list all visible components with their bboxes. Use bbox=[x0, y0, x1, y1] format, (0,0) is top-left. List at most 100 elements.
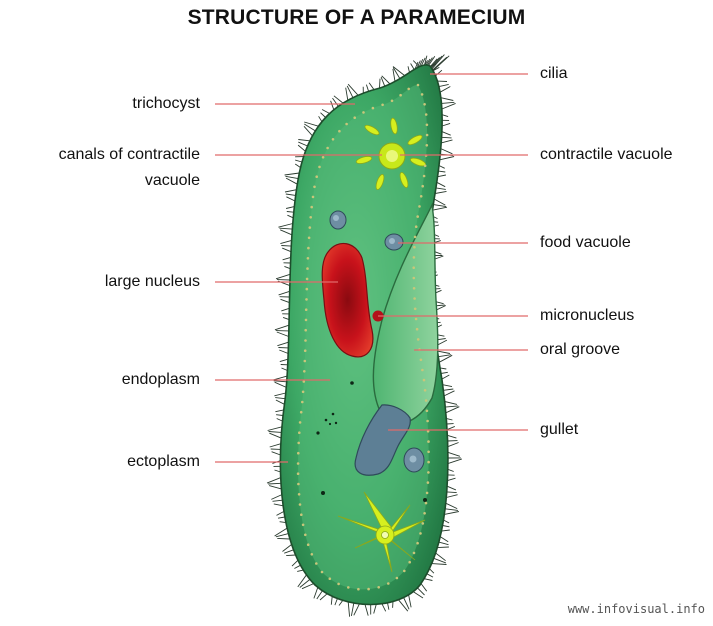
trichocyst-dot bbox=[347, 586, 350, 589]
cilium bbox=[411, 64, 415, 70]
trichocyst-dot bbox=[413, 277, 416, 280]
cilium bbox=[286, 207, 294, 209]
cilium bbox=[285, 173, 300, 175]
trichocyst-dot bbox=[426, 420, 429, 423]
cilium bbox=[448, 452, 460, 456]
trichocyst-dot bbox=[399, 94, 402, 97]
cilium bbox=[446, 495, 457, 498]
cilium bbox=[319, 116, 322, 121]
cilium bbox=[339, 600, 343, 605]
cilium bbox=[286, 555, 296, 556]
cilium bbox=[286, 178, 297, 184]
trichocyst-dot bbox=[414, 308, 417, 311]
trichocyst-dot bbox=[362, 111, 365, 114]
cilium bbox=[275, 382, 287, 387]
trichocyst-dot bbox=[413, 256, 416, 259]
cilium bbox=[298, 142, 307, 146]
cilium bbox=[277, 419, 283, 422]
trichocyst-dot bbox=[416, 542, 419, 545]
cilium bbox=[292, 560, 298, 566]
trichocyst-dot bbox=[413, 246, 416, 249]
trichocyst-dot bbox=[425, 399, 428, 402]
cilium bbox=[271, 495, 282, 500]
cilium bbox=[365, 604, 368, 615]
trichocyst-dot bbox=[427, 481, 430, 484]
trichocyst-dot bbox=[353, 116, 356, 119]
cilium bbox=[442, 115, 448, 117]
trichocyst-dot bbox=[426, 144, 429, 147]
cilium bbox=[369, 83, 374, 90]
cilium bbox=[267, 478, 281, 484]
cilium bbox=[443, 385, 452, 387]
trichocyst-dot bbox=[306, 267, 309, 270]
trichocyst-dot bbox=[297, 462, 300, 465]
cilium bbox=[294, 565, 300, 568]
cilium bbox=[398, 600, 407, 612]
cilium bbox=[286, 197, 295, 201]
trichocyst-dot bbox=[422, 522, 425, 525]
cilium bbox=[276, 400, 285, 404]
cilium bbox=[317, 591, 323, 599]
trichocyst-dot bbox=[300, 411, 303, 414]
cilium bbox=[280, 240, 291, 243]
trichocyst-dot bbox=[427, 440, 430, 443]
cilium bbox=[434, 199, 445, 205]
trichocyst-dot bbox=[297, 472, 300, 475]
trichocyst-dot bbox=[413, 297, 416, 300]
trichocyst-dot bbox=[414, 236, 417, 239]
cilium bbox=[366, 85, 368, 92]
cilium bbox=[286, 194, 296, 195]
label-contractile-vacuole: contractile vacuole bbox=[540, 144, 673, 166]
trichocyst-dot bbox=[311, 553, 314, 556]
trichocyst-dot bbox=[297, 442, 300, 445]
cilium bbox=[441, 98, 453, 101]
cilium bbox=[442, 103, 456, 109]
cilium bbox=[418, 588, 425, 595]
cilium bbox=[283, 317, 289, 319]
trichocyst-dot bbox=[321, 571, 324, 574]
cilium bbox=[442, 123, 450, 126]
cilium bbox=[427, 574, 433, 577]
trichocyst-dot bbox=[412, 266, 415, 269]
trichocyst-dot bbox=[326, 147, 329, 150]
cilium bbox=[276, 415, 283, 416]
trichocyst-dot bbox=[315, 175, 318, 178]
trichocyst-dot bbox=[425, 113, 428, 116]
cilium bbox=[441, 140, 452, 143]
cilium bbox=[442, 375, 450, 379]
trichocyst-dot bbox=[417, 84, 420, 87]
trichocyst-dot bbox=[418, 205, 421, 208]
cilium bbox=[295, 160, 302, 162]
trichocyst-dot bbox=[298, 493, 301, 496]
cilium bbox=[446, 503, 458, 508]
cilium bbox=[444, 520, 450, 523]
cilium bbox=[287, 215, 293, 218]
cilium bbox=[351, 603, 353, 616]
cilium bbox=[374, 604, 377, 613]
trichocyst-dot bbox=[312, 196, 315, 199]
trichocyst-dot bbox=[387, 582, 390, 585]
trichocyst-dot bbox=[302, 524, 305, 527]
cilium bbox=[436, 188, 446, 190]
cilium bbox=[424, 579, 432, 581]
cilium bbox=[409, 595, 412, 608]
trichocyst-dot bbox=[416, 215, 419, 218]
trichocyst-dot bbox=[329, 577, 332, 580]
trichocyst-dot bbox=[338, 130, 341, 133]
cilium bbox=[429, 569, 434, 574]
trichocyst-dot bbox=[305, 298, 308, 301]
label-endoplasm: endoplasm bbox=[40, 369, 200, 391]
cilium bbox=[441, 530, 449, 531]
trichocyst-dot bbox=[306, 288, 309, 291]
trichocyst-dot bbox=[299, 503, 302, 506]
cilium bbox=[331, 101, 334, 110]
trichocyst-dot bbox=[396, 577, 399, 580]
trichocyst-dot bbox=[381, 104, 384, 107]
cilium bbox=[442, 132, 451, 136]
trichocyst-dot bbox=[415, 318, 418, 321]
cilium bbox=[440, 157, 454, 160]
cilium bbox=[298, 145, 305, 151]
trichocyst-dot bbox=[413, 287, 416, 290]
source-credit: www.infovisual.info bbox=[568, 602, 705, 616]
cilium bbox=[275, 398, 285, 399]
